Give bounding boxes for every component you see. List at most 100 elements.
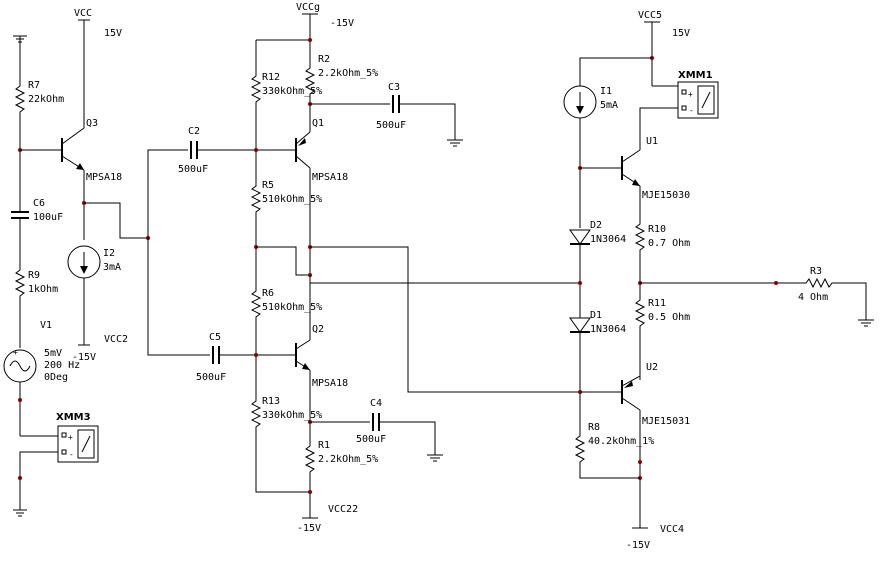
r1-value: 2.2kOhm_5% (318, 454, 378, 465)
d1-diode-icon (569, 317, 591, 333)
v1-name: V1 (40, 320, 52, 331)
r9-value: 1kOhm (28, 284, 58, 295)
r3-name: R3 (810, 266, 822, 277)
vccg-name: VCCg (296, 2, 320, 13)
c4-name: C4 (370, 398, 382, 409)
u2-name: U2 (646, 362, 658, 373)
r3-resistor-icon (800, 277, 838, 289)
r8-name: R8 (588, 422, 600, 433)
r5-name: R5 (262, 180, 274, 191)
i1-value: 5mA (600, 100, 618, 111)
r6-value: 510kOhm_5% (262, 302, 322, 313)
r13-resistor-icon (250, 395, 262, 433)
q1-name: Q1 (312, 118, 324, 129)
svg-text:+: + (13, 348, 18, 357)
ground-c4-icon (427, 454, 443, 462)
q2-name: Q2 (312, 324, 324, 335)
r3-value: 4 Ohm (798, 292, 828, 303)
ground-r3-icon (858, 319, 874, 327)
c5-capacitor-icon (212, 346, 220, 364)
r7-resistor-icon (14, 80, 26, 118)
u1-transistor-icon (621, 149, 641, 187)
v1-line1: 5mV (44, 348, 62, 359)
xmm3-plus: + (68, 433, 73, 442)
r12-name: R12 (262, 72, 280, 83)
r12-resistor-icon (250, 70, 262, 108)
r10-name: R10 (648, 224, 666, 235)
c2-capacitor-icon (190, 141, 198, 159)
ground-c3-icon (447, 139, 463, 147)
r7-name: R7 (28, 80, 40, 91)
vcc5-value: 15V (672, 28, 690, 39)
r7-value: 22kOhm (28, 94, 64, 105)
q2-model: MPSA18 (312, 378, 348, 389)
r13-name: R13 (262, 396, 280, 407)
ground-bottom-left-icon (13, 509, 27, 517)
u2-model: MJE15031 (642, 416, 690, 427)
xmm1-minus: - (689, 106, 694, 115)
r9-name: R9 (28, 270, 40, 281)
c5-value: 500uF (196, 372, 226, 383)
r6-resistor-icon (250, 285, 262, 323)
r8-resistor-icon (574, 430, 586, 468)
vcc-left-name: VCC (74, 8, 92, 19)
r5-resistor-icon (250, 180, 262, 218)
d2-diode-icon (569, 229, 591, 245)
c3-name: C3 (388, 82, 400, 93)
r12-value: 330kOhm_5% (262, 86, 322, 97)
right-output-stage: VCC5 15V I1 5mA + - XMM1 (563, 10, 874, 551)
xmm3-minus: - (69, 450, 74, 459)
d1-name: D1 (590, 310, 602, 321)
d1-model: 1N3064 (590, 324, 626, 335)
r6-name: R6 (262, 288, 274, 299)
c2-name: C2 (188, 126, 200, 137)
vccg-value: -15V (330, 18, 354, 29)
xmm1-multimeter-icon: + - (677, 81, 719, 119)
u2-transistor-icon (621, 375, 641, 411)
vcc22-value: -15V (297, 523, 321, 534)
vcc2-name: VCC2 (104, 334, 128, 345)
xmm3-name: XMM3 (56, 412, 91, 423)
q2-transistor-icon (292, 339, 311, 371)
c3-value: 500uF (376, 120, 406, 131)
c6-capacitor-icon (11, 211, 29, 219)
r11-resistor-icon (634, 294, 646, 332)
c2-value: 500uF (178, 164, 208, 175)
r1-resistor-icon (304, 440, 316, 478)
c4-value: 500uF (356, 434, 386, 445)
v1-sine-source-icon: + (3, 348, 37, 383)
c5-name: C5 (209, 332, 221, 343)
vcc2-value: -15V (72, 352, 96, 363)
xmm3-multimeter-icon: + - (57, 425, 99, 463)
vcc5-name: VCC5 (638, 10, 662, 21)
u1-name: U1 (646, 136, 658, 147)
c6-name: C6 (33, 198, 45, 209)
q3-name: Q3 (86, 118, 98, 129)
r2-value: 2.2kOhm_5% (318, 68, 378, 79)
v1-line2: 200 Hz (44, 360, 80, 371)
d2-name: D2 (590, 220, 602, 231)
r11-name: R11 (648, 298, 666, 309)
c4-capacitor-icon (372, 413, 380, 431)
c3-capacitor-icon (392, 95, 400, 113)
r5-value: 510kOhm_5% (262, 194, 322, 205)
i2-current-source-icon (67, 245, 101, 279)
r9-resistor-icon (14, 265, 26, 302)
q3-transistor-icon (61, 127, 85, 171)
u1-model: MJE15030 (642, 190, 690, 201)
q1-transistor-icon (292, 131, 311, 169)
r1-name: R1 (318, 440, 330, 451)
vcc22-name: VCC22 (328, 504, 358, 515)
r10-value: 0.7 Ohm (648, 238, 690, 249)
r2-resistor-icon (304, 62, 316, 100)
c6-value: 100uF (33, 212, 63, 223)
i2-name: I2 (103, 248, 115, 259)
left-input-stage: R7 22kOhm VCC 15V Q3 MPSA18 I2 3mA (3, 8, 150, 517)
vcc4-name: VCC4 (660, 524, 684, 535)
xmm1-plus: + (688, 90, 693, 99)
r11-value: 0.5 Ohm (648, 312, 690, 323)
r2-name: R2 (318, 54, 330, 65)
i1-current-source-icon (563, 85, 597, 119)
middle-driver-stage: C2 500uF C5 500uF R12 330kOhm_5% R5 510k… (147, 2, 580, 534)
